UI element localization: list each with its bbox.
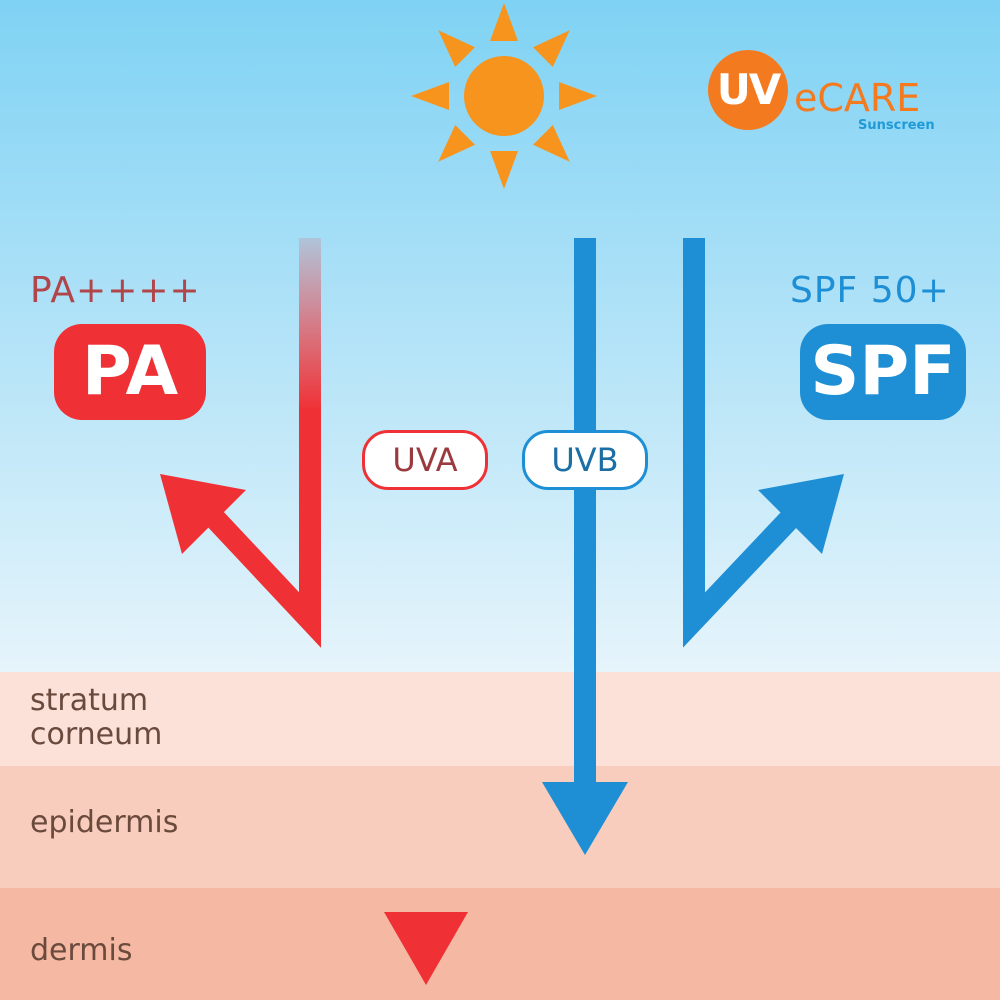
sun-icon (411, 3, 597, 189)
dermis-label: dermis (30, 933, 133, 968)
uva-penetrating-arrowhead (384, 912, 468, 985)
stratum-label-line2: corneum (30, 717, 163, 752)
uvb-reflected-arrowhead (758, 474, 844, 554)
epidermis-layer (0, 766, 1000, 888)
logo-tagline: Sunscreen (858, 118, 935, 133)
spf-rating: SPF 50+ (790, 270, 950, 311)
uva-label: UVA (362, 430, 488, 490)
uvb-penetrating-arrowhead (542, 782, 628, 855)
logo-wordmark: eCARE (794, 76, 921, 120)
uva-reflected-arrowhead (160, 474, 246, 554)
stratum-label-line1: stratum (30, 683, 149, 718)
stratum-corneum-layer (0, 672, 1000, 766)
pa-rating: PA++++ (30, 270, 201, 311)
uvb-reflected-ray (683, 238, 808, 648)
epidermis-label: epidermis (30, 805, 179, 840)
uvb-label: UVB (522, 430, 648, 490)
logo-mark: UV (708, 50, 788, 130)
dermis-layer (0, 888, 1000, 1000)
spf-badge: SPF (800, 324, 966, 420)
uva-reflected-ray (196, 238, 321, 648)
pa-badge: PA (54, 324, 206, 420)
